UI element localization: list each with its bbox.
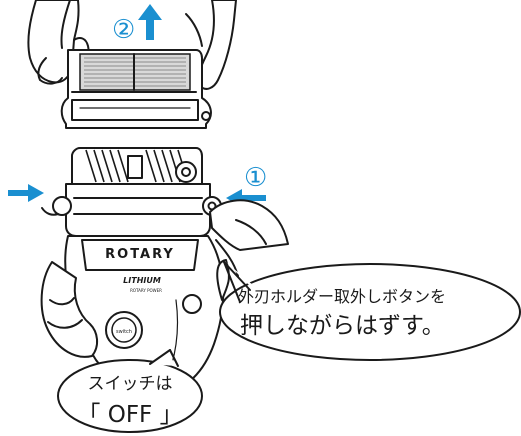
brand-logo: ROTARY: [105, 247, 175, 262]
callout-release-line1: 外刃ホルダー取外しボタンを: [238, 287, 446, 306]
step-2-marker: ②: [112, 4, 162, 45]
callout-release-line2: 押しながらはずす。: [240, 313, 445, 339]
callout-switch-line2: 「 OFF 」: [77, 402, 182, 428]
callout-switch-line1: スイッチは: [88, 374, 173, 394]
callout-switch-off: スイッチは 「 OFF 」: [57, 349, 203, 433]
shaver-body: ROTARY LITHIUM ROTARY POWER switch: [40, 199, 289, 395]
step-2-label: ②: [112, 15, 135, 45]
callout-release-button: 外刃ホルダー取外しボタンを 押しながらはずす。: [216, 259, 521, 361]
arrow-up-icon: [138, 4, 162, 40]
arrow-right-icon: [8, 184, 44, 202]
sub-brand-tag: ROTARY POWER: [130, 288, 162, 293]
sub-brand-text: LITHIUM: [123, 276, 161, 285]
step-1-label: ①: [244, 163, 267, 193]
step-1-marker: ①: [244, 163, 267, 193]
outer-blade-holder: [60, 49, 212, 129]
lifting-hands: [27, 0, 237, 90]
svg-text:switch: switch: [116, 329, 132, 335]
shaver-head: [52, 147, 222, 237]
